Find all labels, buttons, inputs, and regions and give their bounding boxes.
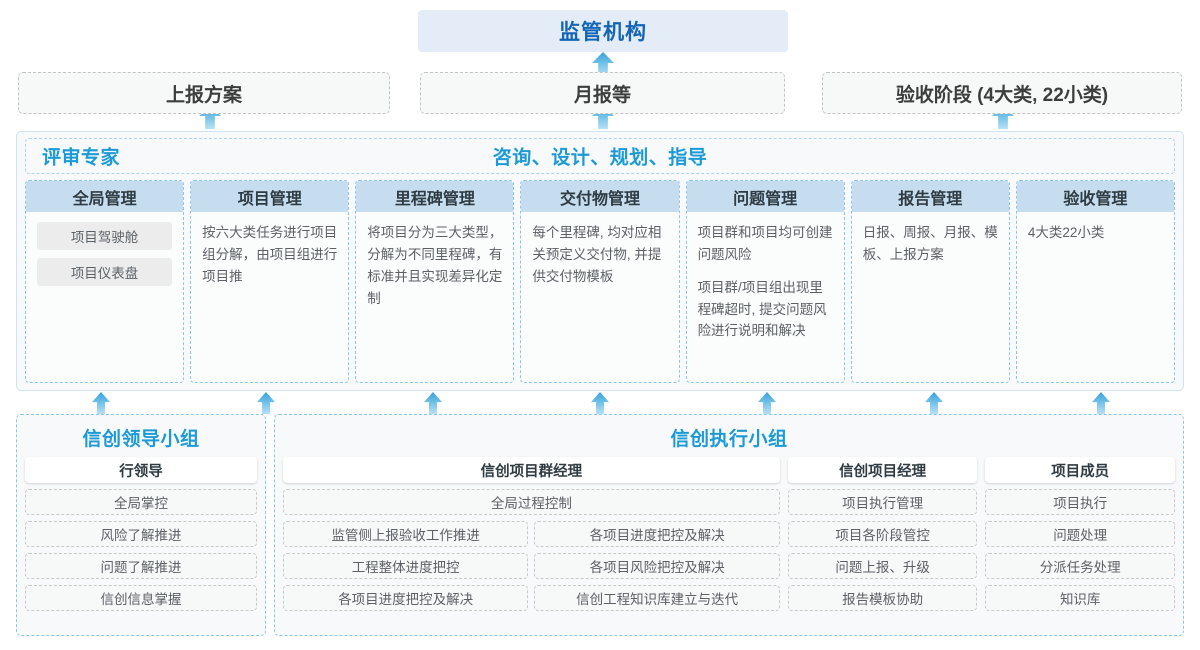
role-columns: 行领导 全局掌控 风险了解推进 问题了解推进 信创信息掌握 [25,457,257,626]
role-head: 行领导 [25,457,257,483]
capability-columns: 全局管理 项目驾驶舱 项目仪表盘 项目管理 按六大类任务进行项目组分解，由项目组… [25,180,1175,383]
group-title: 信创领导小组 [82,429,200,450]
role-item[interactable]: 信创信息掌握 [25,585,257,611]
role-column-project-manager[interactable]: 信创项目经理 项目执行管理 项目各阶段管控 问题上报、升级 报告模板协助 [787,457,978,626]
chip-item[interactable]: 项目仪表盘 [37,258,173,286]
column-paragraph: 项目群/项目组出现里程碑超时, 提交问题风险进行说明和解决 [697,279,827,339]
role-item[interactable]: 监管侧上报验收工作推进 [283,521,529,547]
role-item[interactable]: 全局掌控 [25,489,257,515]
middle-panel: 评审专家 咨询、设计、规划、指导 全局管理 项目驾驶舱 项目仪表盘 项目管理 按… [16,131,1184,391]
column-paragraph: 每个里程碑, 均对应相关预定义交付物, 并提供交付物模板 [532,225,662,284]
capability-column-global[interactable]: 全局管理 项目驾驶舱 项目仪表盘 [25,180,185,383]
group-execution: 信创执行小组 信创项目群经理 全局过程控制 监管侧上报验收工作推进 各项目进度把… [274,414,1184,636]
report-box-acceptance[interactable]: 验收阶段 (4大类, 22小类) [822,72,1182,114]
role-column-project-member[interactable]: 项目成员 项目执行 问题处理 分派任务处理 知识库 [985,457,1175,626]
role-item[interactable]: 各项目风险把控及解决 [534,553,780,579]
role-column-bank-leader[interactable]: 行领导 全局掌控 风险了解推进 问题了解推进 信创信息掌握 [25,457,257,626]
role-item[interactable]: 项目各阶段管控 [787,521,978,547]
role-item[interactable]: 分派任务处理 [985,553,1175,579]
column-body: 日报、周报、月报、模板、上报方案 [852,212,1009,382]
arrow-up-column-0 [92,392,110,414]
column-head: 全局管理 [26,181,184,212]
column-head: 问题管理 [686,181,844,212]
report-box-label: 月报等 [573,84,631,106]
column-head: 验收管理 [1016,181,1174,212]
report-row: 上报方案 月报等 验收阶段 (4大类, 22小类) [0,72,1200,114]
column-head: 项目管理 [191,181,349,212]
arrow-up-column-1 [257,392,275,414]
label-consulting-role: 咨询、设计、规划、指导 [492,147,708,169]
role-item[interactable]: 问题上报、升级 [787,553,978,579]
column-head: 交付物管理 [521,181,679,212]
arrow-up-column-2 [424,392,442,414]
capability-column-issue[interactable]: 问题管理 项目群和项目均可创建问题风险 项目群/项目组出现里程碑超时, 提交问题… [685,180,845,383]
arrow-up-column-6 [1092,392,1110,414]
role-item[interactable]: 知识库 [985,585,1175,611]
role-item[interactable]: 项目执行 [985,489,1175,515]
role-item[interactable]: 问题了解推进 [25,553,257,579]
report-box-label: 上报方案 [165,84,242,106]
column-paragraph: 项目群和项目均可创建问题风险 [697,225,833,262]
column-paragraph: 日报、周报、月报、模板、上报方案 [862,225,998,262]
role-item[interactable]: 各项目进度把控及解决 [283,585,529,611]
column-body: 按六大类任务进行项目组分解，由项目组进行项目推 [191,212,348,382]
role-column-program-manager[interactable]: 信创项目群经理 全局过程控制 监管侧上报验收工作推进 各项目进度把控及解决 工程… [283,457,780,626]
arrow-up-column-4 [758,392,776,414]
role-item[interactable]: 报告模板协助 [787,585,978,611]
role-head: 信创项目经理 [787,457,978,483]
role-split-row: 工程整体进度把控 各项目风险把控及解决 [283,553,780,585]
role-item-full[interactable]: 全局过程控制 [283,489,780,515]
bottom-groups: 信创领导小组 行领导 全局掌控 风险了解推进 问题了解推进 信创信息掌握 信创执… [16,414,1184,636]
group-title: 信创执行小组 [670,429,788,450]
group-leadership: 信创领导小组 行领导 全局掌控 风险了解推进 问题了解推进 信创信息掌握 [16,414,266,636]
column-body: 4大类22小类 [1017,212,1174,382]
column-head: 里程碑管理 [356,181,514,212]
column-paragraph: 4大类22小类 [1027,225,1105,240]
role-item[interactable]: 风险了解推进 [25,521,257,547]
report-box-plan[interactable]: 上报方案 [18,72,390,114]
column-paragraph: 将项目分为三大类型，分解为不同里程碑，有标准并且实现差异化定制 [367,225,503,306]
role-item[interactable]: 信创工程知识库建立与迭代 [534,585,780,611]
chip-item[interactable]: 项目驾驶舱 [37,222,173,250]
column-head: 报告管理 [851,181,1009,212]
role-split-row: 各项目进度把控及解决 信创工程知识库建立与迭代 [283,585,780,617]
capability-column-milestone[interactable]: 里程碑管理 将项目分为三大类型，分解为不同里程碑，有标准并且实现差异化定制 [355,180,515,383]
report-box-label: 验收阶段 (4大类, 22小类) [895,84,1109,106]
top-banner-label: 监管机构 [559,21,647,44]
column-body: 将项目分为三大类型，分解为不同里程碑，有标准并且实现差异化定制 [356,212,513,382]
role-split-row: 监管侧上报验收工作推进 各项目进度把控及解决 [283,521,780,553]
role-head: 信创项目群经理 [283,457,780,483]
top-banner-regulator: 监管机构 [418,10,788,52]
role-item[interactable]: 项目执行管理 [787,489,978,515]
role-item[interactable]: 工程整体进度把控 [283,553,529,579]
column-body: 每个里程碑, 均对应相关预定义交付物, 并提供交付物模板 [521,212,678,382]
middle-panel-header: 评审专家 咨询、设计、规划、指导 [25,138,1175,174]
report-box-monthly[interactable]: 月报等 [420,72,785,114]
role-item[interactable]: 各项目进度把控及解决 [534,521,780,547]
label-review-experts: 评审专家 [42,147,121,169]
column-body: 项目驾驶舱 项目仪表盘 [26,212,183,382]
role-item[interactable]: 问题处理 [985,521,1175,547]
capability-column-acceptance[interactable]: 验收管理 4大类22小类 [1015,180,1175,383]
capability-column-project[interactable]: 项目管理 按六大类任务进行项目组分解，由项目组进行项目推 [190,180,350,383]
capability-column-deliverable[interactable]: 交付物管理 每个里程碑, 均对应相关预定义交付物, 并提供交付物模板 [520,180,680,383]
column-paragraph: 按六大类任务进行项目组分解，由项目组进行项目推 [202,225,338,284]
arrow-up-column-3 [591,392,609,414]
arrow-up-column-5 [925,392,943,414]
role-columns: 信创项目群经理 全局过程控制 监管侧上报验收工作推进 各项目进度把控及解决 工程… [283,457,1175,626]
role-head: 项目成员 [985,457,1175,483]
capability-column-report[interactable]: 报告管理 日报、周报、月报、模板、上报方案 [850,180,1010,383]
column-body: 项目群和项目均可创建问题风险 项目群/项目组出现里程碑超时, 提交问题风险进行说… [687,212,844,382]
